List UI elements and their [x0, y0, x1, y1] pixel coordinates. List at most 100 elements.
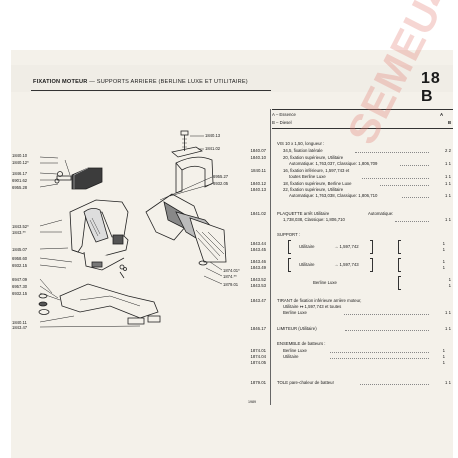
ref-1840-10: 1840.10 [250, 155, 266, 160]
brace-1843-46 [288, 258, 291, 272]
vis-heading: VIS 10 x 1,50, longueur : [277, 141, 325, 146]
callout-6932-15b: 6932.15 [12, 291, 28, 296]
qty-1841-02: 1 1 [445, 217, 451, 222]
vis-line-5b: Automatique: 1,763,038, Classique: 1,806… [289, 193, 378, 198]
leader [344, 314, 429, 315]
limiter-block [39, 156, 103, 190]
vis-line-2a: 20, fixation supérieure, Utilitaire [283, 155, 344, 160]
callout-1845-07: 1845.07 [12, 247, 28, 252]
qty-1874-05: 1 [442, 360, 445, 365]
callout-1840-10: 1840.10 [12, 153, 28, 158]
qbrace-2 [398, 258, 401, 272]
tole-line: TOLE pare-chaleur de batteur [277, 380, 335, 385]
qbrace-3 [398, 276, 401, 290]
vis-line-3b: toutes Berline Luxe [289, 174, 326, 179]
support-berline-luxe: Berline Luxe [313, 280, 337, 285]
callout-1840-13: 1840.13 [205, 133, 221, 138]
callout-1840-12: 1840.12* [12, 160, 29, 165]
header-bar [11, 65, 453, 92]
ref-1874-04: 1874.04 [250, 354, 266, 359]
qty-1846-17: 1 1 [445, 326, 451, 331]
legend-col-a: A [440, 112, 444, 117]
ref-1841-02: 1841.02 [250, 211, 266, 216]
legend-rule [272, 128, 453, 129]
legend-essence: A – Essence [272, 112, 296, 117]
legend-diesel: B – Diesel [272, 120, 292, 125]
support-utilitaire-2: Utilitaire [299, 262, 315, 267]
batteur-heading: ENSEMBLE de batteurs : [277, 341, 326, 346]
ref-1840-11: 1840.11 [250, 168, 266, 173]
heat-batteurs [145, 176, 227, 285]
ref-1846-17: 1846.17 [250, 326, 266, 331]
qty-1879-01: 1 1 [445, 380, 451, 385]
callout-1874-01: 1874.01* [223, 268, 240, 273]
brace-1843-44 [288, 240, 291, 254]
ref-1874-05: 1874.05 [250, 360, 266, 365]
callout-6932-05: 6932.05 [213, 181, 229, 186]
title-underline [31, 90, 271, 91]
rbrace-1 [370, 240, 373, 254]
plaquette-line-a: PLAQUETTE arrêt Utilitaire [277, 211, 330, 216]
vis-line-4: 18, fixation supérieure, Berline Luxe [283, 181, 352, 186]
heat-shield-1846-17 [175, 156, 214, 194]
limiteur-line: LIMITEUR (Utilitaire) [277, 326, 317, 331]
ref-1840-13: 1840.13 [250, 187, 266, 192]
leader [395, 221, 429, 222]
vis-line-5a: 22, fixation supérieure, Utilitaire [283, 187, 344, 192]
ref-1843-53: 1843.53 [250, 283, 266, 288]
callout-1843-47: 1843.47 [12, 325, 28, 330]
support-heading: SUPPORT : [277, 232, 301, 237]
vis-line-1: 34,5, fixation latérale [283, 148, 323, 153]
callout-6932-15: 6932.15 [12, 263, 28, 268]
callout-6958-60: 6958.60 [12, 256, 28, 261]
ref-1843-46: 1843.46 [250, 259, 266, 264]
callout-1840-11: 1840.11 [12, 320, 27, 325]
support-serial-2: → 1,597,743 [334, 262, 359, 267]
leader [330, 352, 429, 353]
rbrace-2 [370, 258, 373, 272]
qty-1874-01: 1 [442, 348, 445, 353]
legend-col-b: B [448, 120, 452, 125]
qty-1840-12: 1 1 [445, 181, 451, 186]
callout-1843-52: 1843.52* [12, 224, 29, 229]
qty-1840-10: 1 1 [445, 161, 451, 166]
ref-1843-47: 1843.47 [250, 298, 266, 303]
callout-1874-x: 1874.** [223, 274, 237, 279]
qty-1840-07: 2 2 [445, 148, 451, 153]
callout-1879-01: 1879.01 [223, 282, 239, 287]
leader [400, 165, 429, 166]
ref-1843-45: 1843.45 [250, 247, 266, 252]
qty-1840-11: 1 1 [445, 174, 451, 179]
callout-1841-02: 1841.02 [205, 146, 221, 151]
ref-1874-01: 1874.01 [250, 348, 266, 353]
table-top-rule [272, 109, 453, 110]
qty-1843-45: 1 [442, 247, 445, 252]
batteur-utilitaire: Utilitaire [283, 354, 299, 359]
plate-1841-02 [171, 146, 204, 158]
callout-6901-62: 6901.62 [12, 178, 28, 183]
batteur-berline: Berline Luxe [283, 348, 307, 353]
qty-1843-49: 1 [442, 265, 445, 270]
leader [402, 197, 429, 198]
lower-tie-rod [39, 278, 161, 328]
qty-1840-13: 1 1 [445, 193, 451, 198]
qty-1843-46: 1 [442, 259, 445, 264]
qbrace-1 [398, 240, 401, 254]
tirant-line-b: Utilitaire ↦ 1,597,743 et toutes [283, 304, 342, 309]
qty-1874-04: 1 [442, 354, 445, 359]
page-title: FIXATION MOTEUR — SUPPORTS ARRIERE (BERL… [33, 79, 248, 85]
leader [330, 358, 429, 359]
leader [355, 152, 429, 153]
callout-1846-17: 1846.17 [12, 171, 28, 176]
callout-6947-09: 6947.09 [12, 277, 28, 282]
leader [380, 185, 429, 186]
callout-6955-27: 6955.27 [213, 174, 229, 179]
tirant-line-a: TIRANT de fixation inférieure arrière mo… [277, 298, 362, 303]
support-utilitaire-1: Utilitaire [299, 244, 315, 249]
main-support-bracket [39, 199, 129, 279]
qty-1843-53: 1 [448, 283, 451, 288]
ref-1843-49: 1843.49 [250, 265, 266, 270]
tirant-line-c: Berline Luxe [283, 310, 307, 315]
ref-1843-52: 1843.52 [250, 277, 266, 282]
